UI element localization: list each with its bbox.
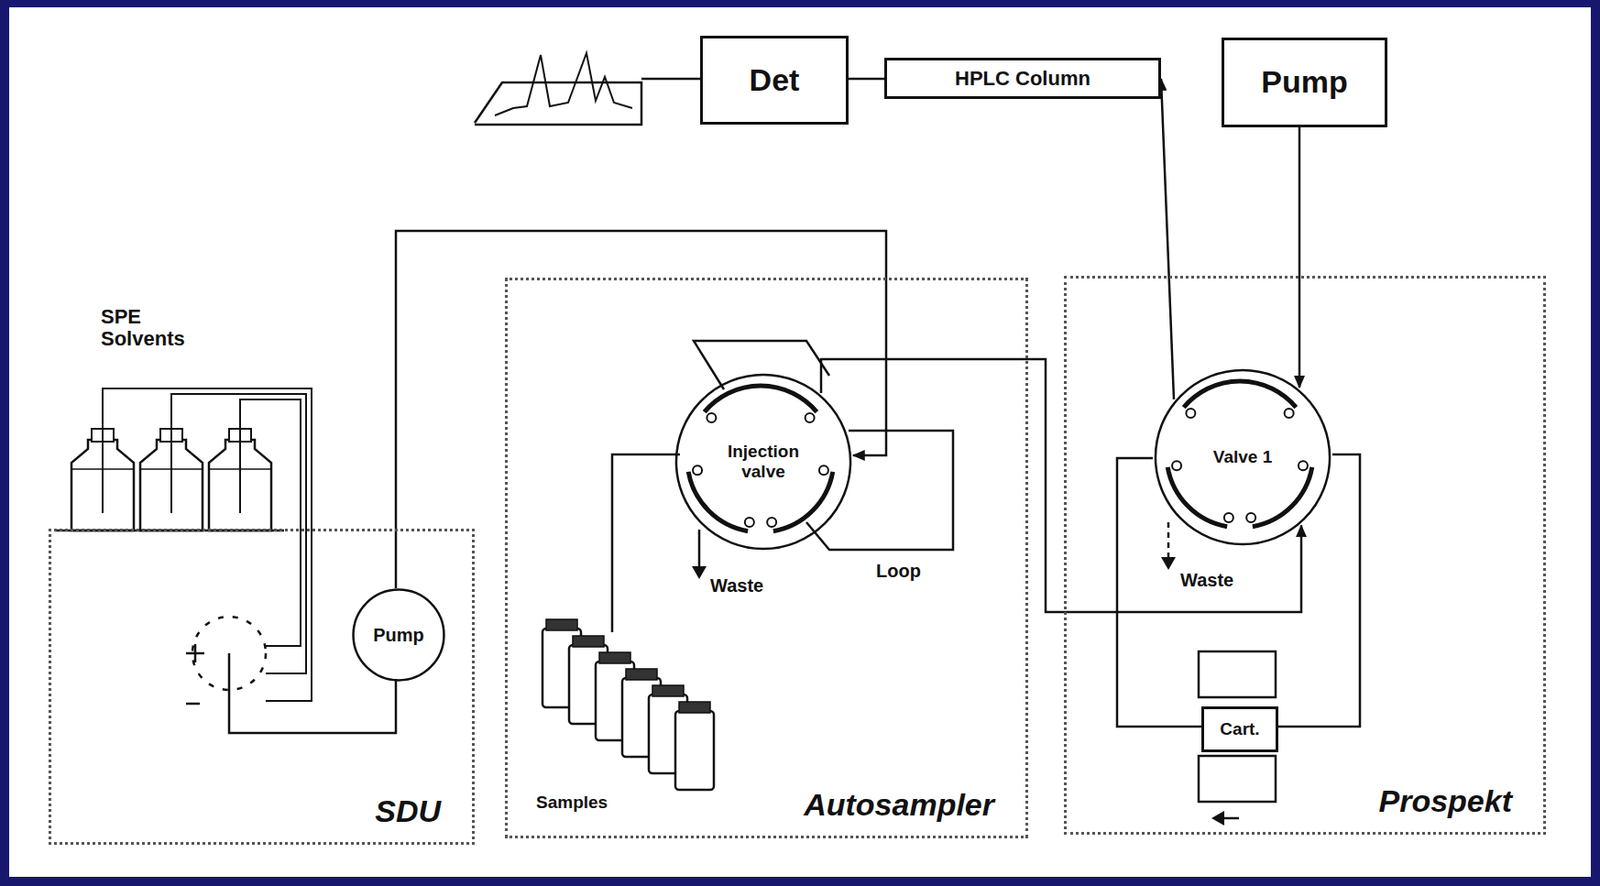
tray-direction <box>1224 817 1239 821</box>
valve-groove <box>1183 381 1297 408</box>
valve-port <box>1185 408 1195 418</box>
vial-cap <box>599 652 631 664</box>
component-label: Pump <box>1260 64 1348 100</box>
selector-rotor <box>228 653 231 683</box>
plus-mark <box>194 644 198 663</box>
arrow-head <box>1161 557 1176 570</box>
solvent-line <box>240 399 301 647</box>
part-label: Loop <box>874 560 923 581</box>
valve-circle: Valve 1 <box>1152 367 1333 548</box>
part-label: SPE Solvents <box>98 306 222 351</box>
module-region: Prospekt Valve 1 Cart. <box>1063 275 1546 835</box>
part-label: Waste <box>708 575 766 596</box>
valve-port <box>805 413 815 423</box>
chromatogram-trace <box>494 53 633 116</box>
waste-line <box>698 529 702 567</box>
flow-connector <box>395 230 887 589</box>
vial-cap <box>572 635 604 647</box>
component-box: HPLC Column <box>884 57 1162 99</box>
vial-cap <box>546 619 578 631</box>
valve-port <box>1224 513 1234 523</box>
flow-connector <box>821 359 1302 613</box>
module-region: SDU Pump <box>48 528 475 845</box>
valve-port <box>706 413 716 423</box>
module-name: Autosampler <box>803 787 995 823</box>
component-label: HPLC Column <box>954 66 1091 90</box>
valve-bypass-line <box>693 340 830 390</box>
valve-port <box>1298 460 1308 471</box>
sample-vial <box>675 711 714 790</box>
flow-connector <box>1278 454 1360 727</box>
circle-outline <box>353 590 445 681</box>
valve-port <box>1246 513 1256 523</box>
valve-port <box>819 465 829 475</box>
sample-loop <box>806 430 954 550</box>
valve-port <box>1172 460 1182 471</box>
vial-cap <box>679 701 711 713</box>
part-label: Waste <box>1178 569 1236 591</box>
pump-inlet-line <box>229 679 396 734</box>
vial-cap <box>652 685 684 697</box>
component-box: Cart. <box>1201 706 1279 753</box>
valve-groove <box>1252 467 1313 527</box>
component-box: Det <box>700 35 849 125</box>
valve-port <box>1284 408 1294 418</box>
cartridge-slot <box>1198 651 1276 698</box>
component-label: Cart. <box>1219 719 1260 740</box>
component-label: Det <box>749 62 800 99</box>
circle-outline <box>676 374 851 549</box>
valve-circle: Injection valve <box>673 372 854 552</box>
component-label: Injection valve <box>712 441 815 483</box>
vial-cap <box>625 668 658 680</box>
valve-circle: Pump <box>351 588 446 682</box>
sample-needle-line <box>612 454 680 633</box>
arrow-head <box>1211 810 1225 826</box>
component-label: Valve 1 <box>1213 447 1272 468</box>
valve-groove <box>688 471 748 532</box>
circle-outline <box>1155 370 1330 545</box>
flow-connector <box>1161 78 1174 400</box>
cartridge-slot <box>1198 756 1276 802</box>
waste-line <box>1167 522 1171 558</box>
module-name: SDU <box>374 793 441 830</box>
component-label: Pump <box>372 624 425 647</box>
arrow-head <box>691 566 707 580</box>
solvent-line <box>170 428 173 514</box>
flow-connector <box>1298 127 1302 388</box>
component-box: Pump <box>1221 37 1388 128</box>
flow-connector <box>848 77 885 81</box>
signal-line <box>641 77 701 81</box>
valve-groove <box>704 385 818 413</box>
minus-mark <box>186 702 200 706</box>
valve-groove <box>1167 467 1228 527</box>
solvent-line <box>239 428 242 514</box>
valve-port <box>745 517 755 527</box>
module-region: Autosampler Injection valve <box>504 277 1029 839</box>
solvent-line <box>171 394 307 674</box>
valve-port <box>767 517 777 527</box>
valve-port <box>692 465 702 475</box>
solvent-line <box>101 428 104 514</box>
solvent-line <box>102 388 312 702</box>
part-label: Samples <box>534 793 610 813</box>
flow-connector <box>1117 458 1202 727</box>
module-name: Prospekt <box>1379 783 1513 820</box>
